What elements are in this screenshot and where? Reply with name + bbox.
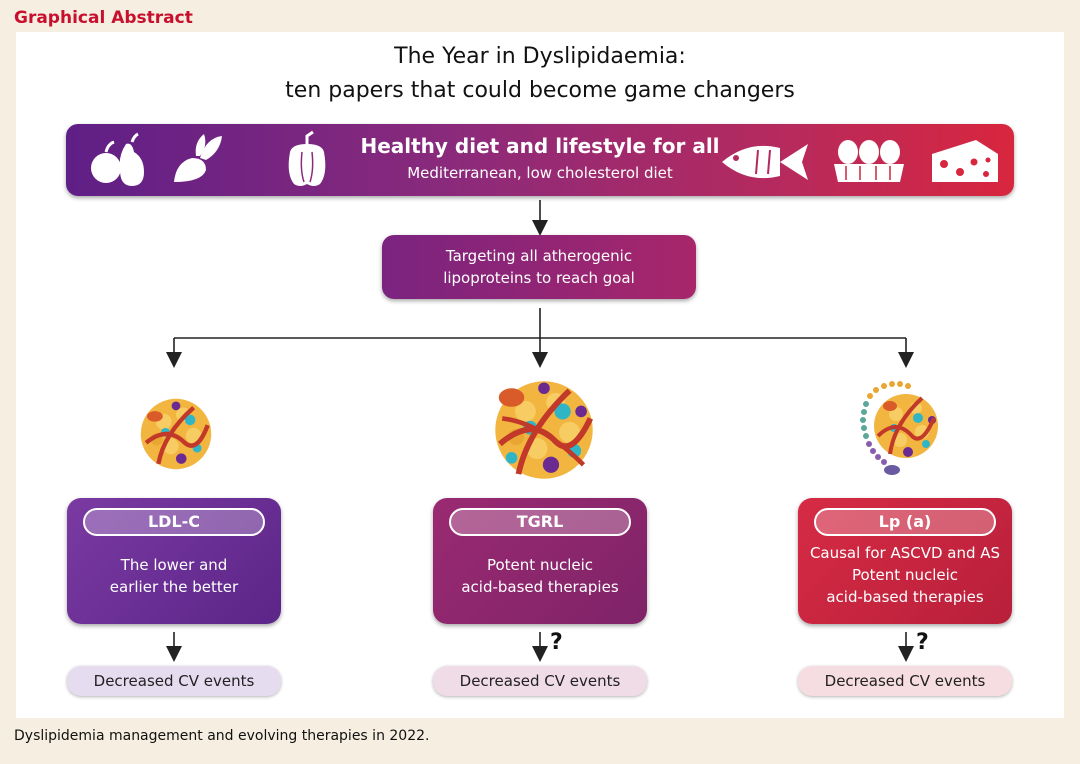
graphical-abstract-label: Graphical Abstract [14,8,193,28]
ldl-particle-icon [140,398,212,470]
outcome-ldl: Decreased CV events [67,666,281,696]
target-line-2: lipoproteins to reach goal [443,269,635,287]
tgrl-particle-icon [495,381,594,479]
banner-subtitle: Mediterranean, low cholesterol diet [407,164,673,182]
target-box: Targeting all atherogenic lipoproteins t… [382,235,696,299]
pepper-icon [288,130,326,186]
diet-banner: Healthy diet and lifestyle for all Medit… [66,124,1014,196]
tgrl-question-mark: ? [550,630,563,655]
card-ldl-pill: LDL-C [83,508,265,536]
flow-connectors [166,200,914,662]
title-line-2: ten papers that could become game change… [285,78,795,103]
card-lpa-line-1: Causal for ASCVD and AS [809,544,1001,562]
card-ldl-line-2: earlier the better [109,578,239,596]
card-ldl: LDL-C The lower and earlier the better [67,498,281,624]
card-ldl-line-1: The lower and [120,556,228,574]
card-tgrl-pill: TGRL [449,508,631,536]
eggs-icon [834,140,904,182]
banner-title: Healthy diet and lifestyle for all [360,134,720,158]
figure-caption: Dyslipidemia management and evolving the… [14,728,430,744]
lpa-question-mark: ? [916,630,929,655]
title-line-1: The Year in Dyslipidaemia: [394,44,686,69]
outcome-tgrl: Decreased CV events [433,666,647,696]
outcome-lpa: Decreased CV events [798,666,1012,696]
card-tgrl: TGRL Potent nucleic acid-based therapies [433,498,647,624]
cheese-icon [932,140,998,182]
target-line-1: Targeting all atherogenic [445,247,633,265]
fish-icon [722,144,808,180]
abstract-panel: The Year in Dyslipidaemia: ten papers th… [16,32,1064,718]
apple-pear-icon [91,132,144,186]
card-lpa: Lp (a) Causal for ASCVD and AS Potent nu… [798,498,1012,624]
card-tgrl-line-2: acid-based therapies [461,578,619,596]
card-lpa-pill: Lp (a) [814,508,996,536]
card-lpa-line-3: acid-based therapies [826,588,984,606]
lpa-particle-icon [860,381,938,475]
card-tgrl-line-1: Potent nucleic [486,556,594,574]
beetroot-icon [174,134,222,182]
card-lpa-line-2: Potent nucleic [851,566,959,584]
